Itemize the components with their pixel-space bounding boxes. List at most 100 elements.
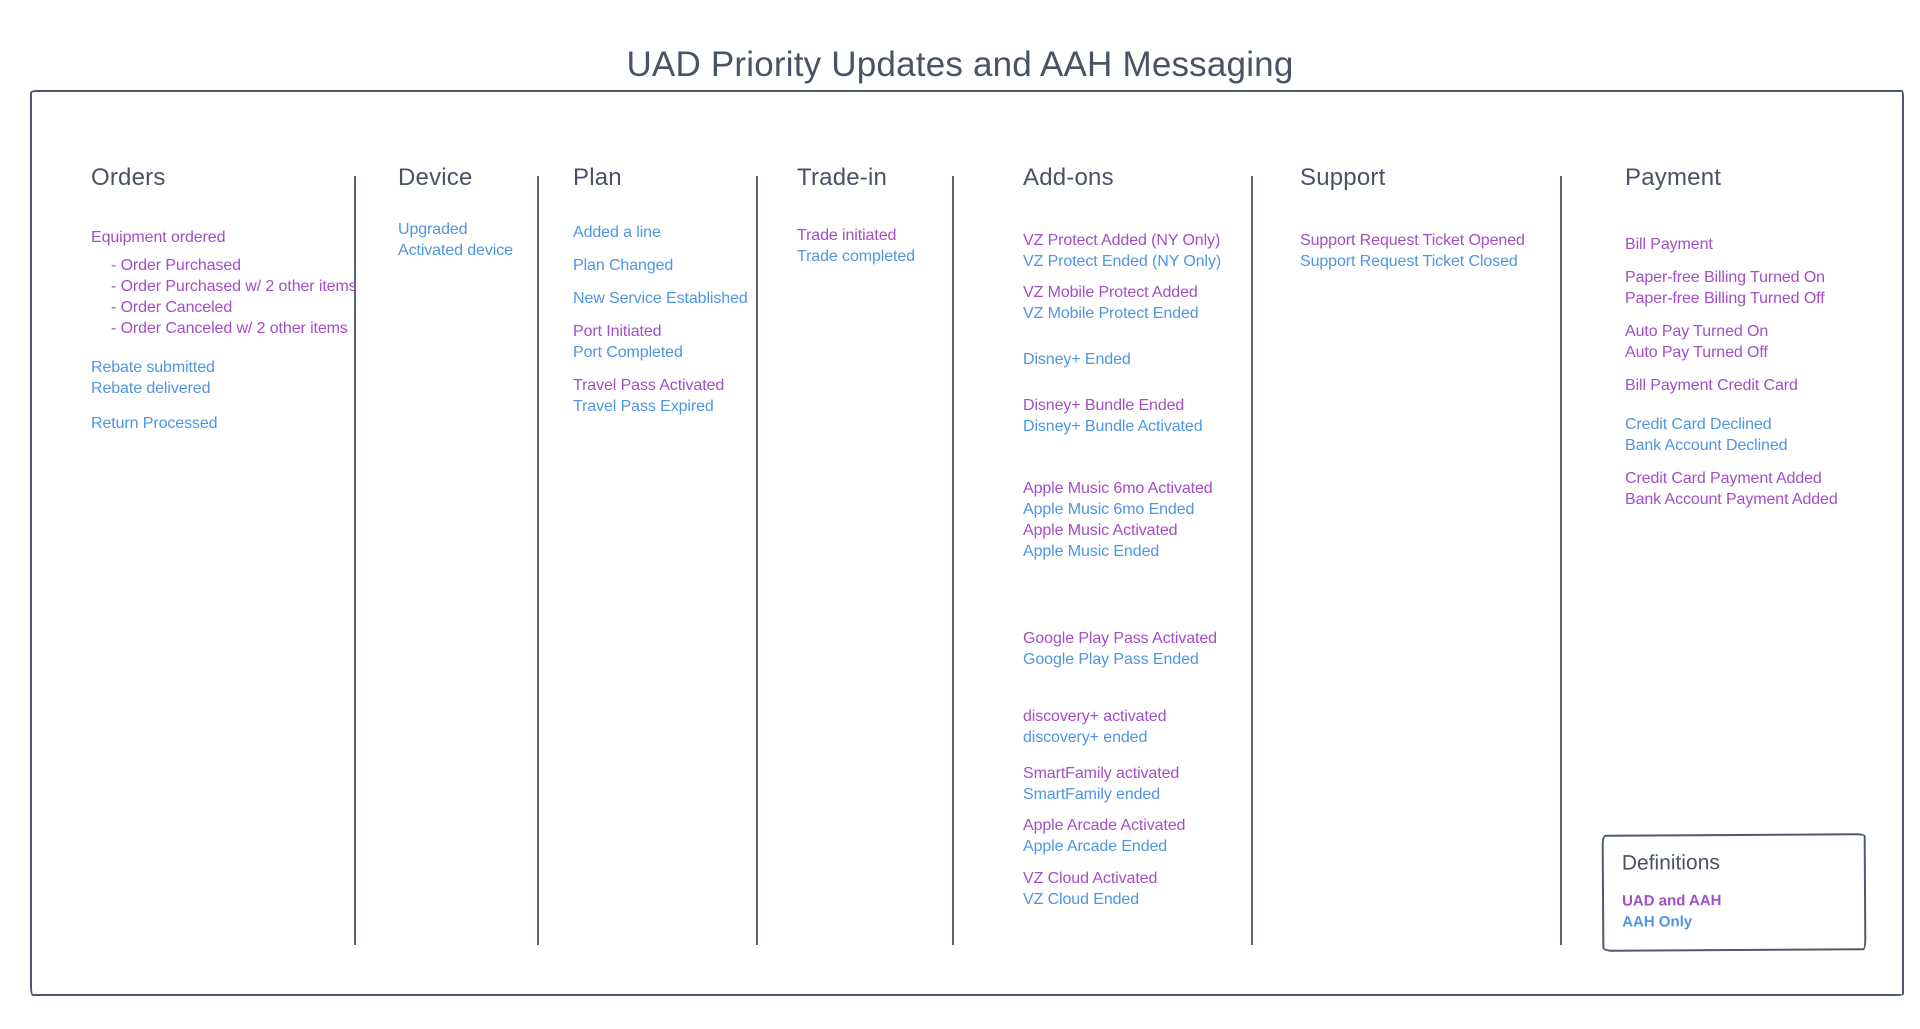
page-title: UAD Priority Updates and AAH Messaging [626, 45, 1294, 85]
column-header-add-ons: Add-ons [1023, 164, 1114, 191]
item-vz-cloud-ended: VZ Cloud Ended [1023, 891, 1140, 908]
item-order-purchased-w-2-other-items: - Order Purchased w/ 2 other items [111, 278, 357, 295]
column-header-support: Support [1300, 164, 1386, 191]
column-divider [952, 176, 954, 945]
item-group: VZ Cloud Activated VZ Cloud Ended [1023, 868, 1248, 910]
definitions-box: Definitions UAD and AAH AAH Only [1601, 833, 1867, 952]
item-vz-mobile-protect-ended: VZ Mobile Protect Ended [1023, 305, 1199, 322]
item-discovery-activated: discovery+ activated [1023, 708, 1167, 725]
item-plan-changed: Plan Changed [573, 257, 674, 274]
item-return-processed: Return Processed [91, 415, 218, 432]
item-group: Bill Payment [1625, 234, 1880, 255]
item-apple-music-6mo-ended: Apple Music 6mo Ended [1023, 501, 1195, 518]
item-apple-music-activated: Apple Music Activated [1023, 522, 1178, 539]
column-divider [1251, 176, 1253, 945]
definition-aah-only: AAH Only [1622, 913, 1693, 931]
item-group: Added a line [573, 222, 753, 243]
item-vz-protect-added-ny-only: VZ Protect Added (NY Only) [1023, 232, 1221, 249]
column-header-trade-in: Trade-in [797, 164, 888, 191]
item-trade-initiated: Trade initiated [797, 227, 897, 244]
item-group: VZ Mobile Protect Added VZ Mobile Protect… [1023, 282, 1248, 324]
item-apple-music-ended: Apple Music Ended [1023, 543, 1160, 560]
item-port-completed: Port Completed [573, 344, 683, 361]
item-bill-payment: Bill Payment [1625, 236, 1713, 253]
column-divider [756, 176, 758, 945]
item-bill-payment-credit-card: Bill Payment Credit Card [1625, 377, 1798, 394]
item-group: discovery+ activated discovery+ ended [1023, 706, 1248, 748]
definition-uad-and-aah: UAD and AAH [1621, 892, 1722, 910]
item-support-request-ticket-closed: Support Request Ticket Closed [1300, 253, 1518, 270]
item-credit-card-payment-added: Credit Card Payment Added [1625, 470, 1822, 487]
item-group: Bill Payment Credit Card [1625, 375, 1880, 396]
column-header-plan: Plan [573, 164, 622, 191]
item-discovery-ended: discovery+ ended [1023, 729, 1148, 746]
column-header-orders: Orders [91, 164, 166, 191]
column-divider [354, 176, 356, 945]
item-disney-ended: Disney+ Ended [1023, 351, 1131, 368]
item-group: Return Processed [91, 413, 351, 434]
diagram-frame [30, 90, 1904, 996]
item-apple-music-6mo-activated: Apple Music 6mo Activated [1023, 480, 1213, 497]
item-equipment-ordered: Equipment ordered [91, 229, 226, 246]
item-apple-arcade-activated: Apple Arcade Activated [1023, 817, 1186, 834]
item-rebate-delivered: Rebate delivered [91, 380, 211, 397]
item-vz-cloud-activated: VZ Cloud Activated [1023, 870, 1158, 887]
item-added-a-line: Added a line [573, 224, 661, 241]
item-activated-device: Activated device [398, 242, 513, 259]
item-vz-mobile-protect-added: VZ Mobile Protect Added [1023, 284, 1198, 301]
column-divider [537, 176, 539, 945]
item-order-purchased: - Order Purchased [111, 257, 241, 274]
item-vz-protect-ended-ny-only: VZ Protect Ended (NY Only) [1023, 253, 1222, 270]
column-items: VZ Protect Added (NY Only) VZ Protect End… [1023, 230, 1248, 910]
column-header-device: Device [398, 164, 473, 191]
column-divider [1560, 176, 1562, 945]
item-auto-pay-turned-off: Auto Pay Turned Off [1625, 344, 1768, 361]
item-trade-completed: Trade completed [797, 248, 915, 265]
item-apple-arcade-ended: Apple Arcade Ended [1023, 838, 1168, 855]
item-credit-card-declined: Credit Card Declined [1625, 416, 1772, 433]
item-support-request-ticket-opened: Support Request Ticket Opened [1300, 232, 1525, 249]
item-group: New Service Established [573, 288, 753, 309]
item-paper-free-billing-turned-off: Paper-free Billing Turned Off [1625, 290, 1825, 307]
definitions-entries: UAD and AAH AAH Only [1622, 889, 1846, 932]
item-group: Paper-free Billing Turned On Paper-free B… [1625, 267, 1880, 309]
item-rebate-submitted: Rebate submitted [91, 359, 215, 376]
column-header-payment: Payment [1625, 164, 1722, 191]
item-google-play-pass-activated: Google Play Pass Activated [1023, 630, 1217, 647]
item-travel-pass-activated: Travel Pass Activated [573, 377, 725, 394]
item-bank-account-declined: Bank Account Declined [1625, 437, 1788, 454]
item-paper-free-billing-turned-on: Paper-free Billing Turned On [1625, 269, 1825, 286]
item-smartfamily-ended: SmartFamily ended [1023, 786, 1161, 803]
definitions-title: Definitions [1621, 851, 1720, 875]
item-order-canceled-w-2-other-items: - Order Canceled w/ 2 other items [111, 320, 348, 337]
item-group: Disney+ Ended [1023, 349, 1248, 370]
item-group: VZ Protect Added (NY Only) VZ Protect End… [1023, 230, 1248, 272]
item-new-service-established: New Service Established [573, 290, 748, 307]
item-upgraded: Upgraded [398, 221, 468, 238]
item-group: Plan Changed [573, 255, 753, 276]
